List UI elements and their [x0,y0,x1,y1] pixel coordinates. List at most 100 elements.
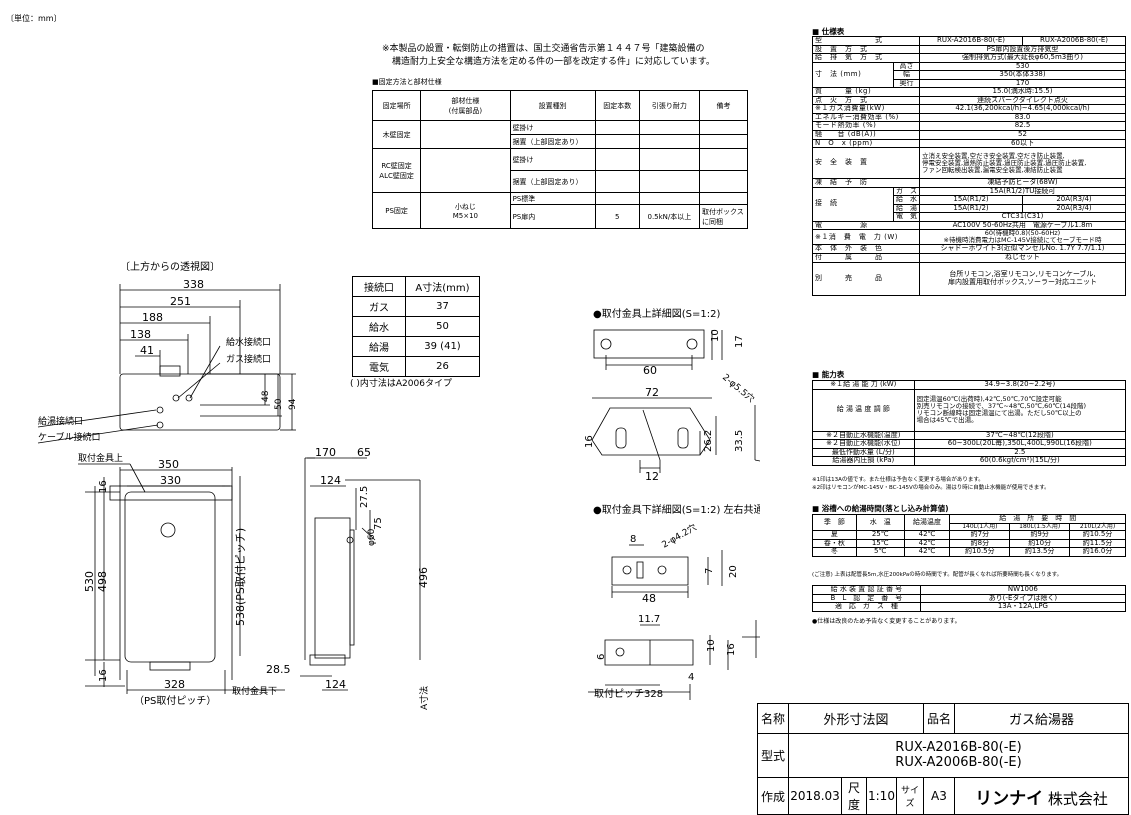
tb-size: A3 [922,777,955,815]
perf-title: ■ 能力表 [812,370,845,379]
technical-drawing: 〔上方からの透視図〕 338 251 188 138 41 給水接続口 ガス接続… [37,260,760,710]
perf-label: ※１給 湯 能 力 (kW) [812,380,915,390]
bath-note: (ご注意) 上表は配管長5m,水圧200kPaの時の時間です。配管が長くなれば所… [812,572,1063,578]
bracket-bottom-label: 取付金具下 [232,685,277,697]
perf-temp-label: 給 湯 温 度 調 節 [812,388,915,432]
hot-outlet-label: 給湯接続口 [38,415,83,427]
bath-cell: 5℃ [855,547,905,557]
a-dim-label: A寸法 [418,686,430,710]
tb-model-2: RUX-A2006B-80(-E) [895,754,1022,770]
fix-h-note: 備考 [698,90,749,121]
dim-50: 50 [274,398,284,410]
dim-holes-5-5: 2-φ5.5穴 [720,371,757,405]
cert-value: 13A・12A,LPG [919,602,1127,612]
spec-model-1: RUX-A2016B-80(-E) [919,36,1023,46]
dim-138: 138 [130,328,151,341]
dim-41: 41 [140,344,154,357]
dim-6: 6 [596,654,607,660]
spec-model-2: RUX-A2006B-80(-E) [1022,36,1126,46]
dim-17: 17 [734,335,745,348]
dim-8: 8 [630,534,636,545]
temp-line: 別売リモコンの接続で、37℃~48℃,50℃,60℃(14段階) [916,402,1087,411]
bath-title: ■ 浴槽への給湯時間(落とし込み計算値) [812,504,949,513]
top-view [37,284,296,444]
dim-26-2: 26.2 [703,430,714,452]
dim-188: 188 [142,311,163,324]
spec-value: 60以下 [919,138,1126,149]
tb-date: 2018.03 [788,777,842,815]
dim-phi60: φ60 [367,528,377,546]
tb-company: 株式会社 [1047,789,1108,808]
dim-75: 75 [373,517,384,530]
fix-note-2: に同梱 [701,217,723,226]
spec-label: 型 式 [811,36,921,46]
dim-48: 48 [261,390,271,402]
sep-line: 扉内設置用取付ボックス,ソーラー対応ユニット [948,277,1098,286]
fix-ps-in: PS扉内 [509,204,596,229]
dim-496: 496 [417,567,430,588]
lower-detail-title: ●取付金具下詳細図(S=1:2) 左右共通 [593,503,760,516]
bath-cell: 約10.5分 [1069,530,1126,540]
bath-h-temp: 給湯温度 [903,513,951,532]
bath-sub: 210L(2人用) [1069,522,1126,532]
dim-27-5: 27.5 [359,486,370,508]
spec-consume-label: ※１消 費 電 力 (W) [811,229,921,246]
safety-line: ファン回転検出装置,漏電安全装置,凍結防止装置 [922,165,1063,174]
dim-12: 12 [645,470,659,483]
dim-72: 72 [645,386,659,399]
bath-cell: 約7分 [949,530,1011,540]
unit-label: 〔単位：mm〕 [6,14,62,23]
upper-bracket-detail [591,329,760,473]
dim-170: 170 [315,446,336,459]
bath-cell: 42℃ [903,547,951,557]
dim-330: 330 [160,474,181,487]
bath-cell: 夏 [812,530,857,540]
safety-line: 停電安全装置,過熱防止装置,過圧防止装置,過圧防止装置, [922,158,1087,167]
dim-60: 60 [643,364,657,377]
bath-cell: 約9分 [1009,530,1071,540]
brand-logo: リンナイ [975,788,1044,809]
dim-28-5: 28.5 [266,663,291,676]
conn-val: 26 [405,356,480,377]
spec-value: 350(本体338) [919,70,1126,80]
fix-h-part: 部材仕様 (付属部品) [420,90,511,121]
spec-sub: 幅 [893,70,921,80]
front-view: 取付金具上 [78,452,285,694]
conn-note: ( )内寸法はA2006タイプ [350,379,452,389]
safety-line: 立消え安全装置,空だき安全装置,空だき防止装置, [922,151,1065,160]
gas-inlet-label: ガス接続口 [226,353,271,365]
spec-elec-label: 電 気 [893,212,921,222]
dim-328: 328 [164,678,185,691]
dim-350: 350 [158,458,179,471]
bath-h-water: 水 温 [855,513,905,532]
spec-gas: 15A(R1/2)TU接続可 [919,186,1126,197]
spec-water-1: 15A(R1/2) [919,195,1023,205]
dim-124-top: 124 [320,474,341,487]
dim-498: 498 [96,571,109,592]
spec-water-label: 給 水 [893,195,921,205]
consume-line: ※待機時消費電力はMC-145V接続にてセーブモード時 [943,236,1102,245]
bath-cell: 25℃ [855,530,905,540]
spec-acc-label: 付 属 品 [811,252,921,263]
spec-power-label: 電 源 [811,220,921,231]
fix-method-table: 固定場所 部材仕様 (付属部品) 設置種別 固定本数 引張り耐力 備考 木壁固定… [371,90,749,229]
fix-part-2: M5×10 [452,211,478,220]
lower-bracket-detail [588,544,760,700]
tb-model-1: RUX-A2016B-80(-E) [895,740,1022,756]
perf-note-1: ※1印は13Aの値です。また仕様は予告なく変更する場合があります。 [812,477,984,483]
dim-16-top: 16 [98,480,109,493]
temp-line: 場合は45℃で出湯。 [916,416,978,425]
dim-holes-4-2: 2-φ4.2穴 [660,521,699,551]
dim-10: 10 [710,329,721,342]
bath-cell: 冬 [812,547,857,557]
dim-16-bottom: 16 [98,669,109,682]
spec-water-2: 20A(R3/4) [1022,195,1126,205]
fix-table-title: ■固定方法と部材仕様 [372,78,442,86]
perf-value: 60~300L(20L毎),350L,400L,990L(16段階) [913,439,1127,449]
cert-label: 適 応 ガ ス 種 [812,602,921,612]
fix-h-strength: 引張り耐力 [638,90,700,121]
tb-model-label: 型式 [757,733,789,778]
dim-20: 20 [728,565,739,578]
